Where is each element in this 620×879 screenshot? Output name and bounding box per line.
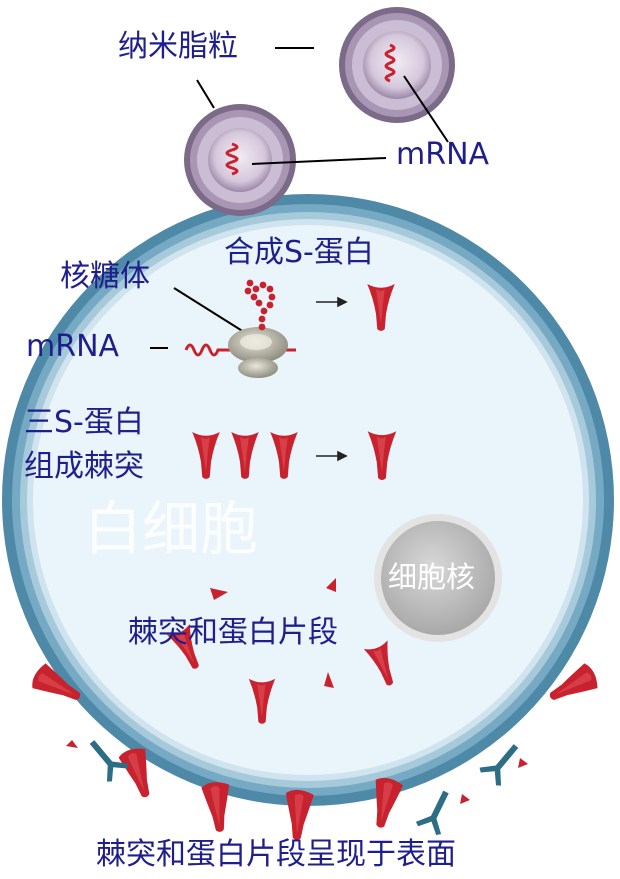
label-fragments: 棘突和蛋白片段: [128, 615, 338, 650]
protein-fragments: [210, 578, 336, 688]
label-mrna-top: mRNA: [396, 137, 490, 172]
label-nanoparticle: 纳米脂粒: [118, 29, 238, 64]
arrow-icon: [316, 296, 348, 462]
label-trimer-line2: 组成棘突: [24, 449, 144, 484]
label-nucleus: 细胞核: [388, 560, 476, 594]
label-white-cell: 白细胞: [84, 495, 259, 563]
surface-receptors: [66, 733, 528, 837]
cell-nucleus-icon: [374, 514, 502, 642]
ribosome-icon: [184, 327, 296, 378]
lipid-nanoparticle-icon: [339, 7, 455, 123]
white-blood-cell: [2, 194, 614, 806]
peptide-chain-icon: [244, 279, 276, 331]
label-synthesize-spike: 合成S-蛋白: [224, 235, 374, 270]
leader-lines: [150, 47, 449, 349]
label-ribosome: 核糖体: [60, 259, 150, 294]
label-mrna-left: mRNA: [26, 329, 120, 364]
lipid-nanoparticle-entering-icon: [184, 104, 296, 216]
label-trimer-line1: 三S-蛋白: [24, 405, 144, 440]
label-bottom-caption: 棘突和蛋白片段呈现于表面: [96, 837, 456, 872]
